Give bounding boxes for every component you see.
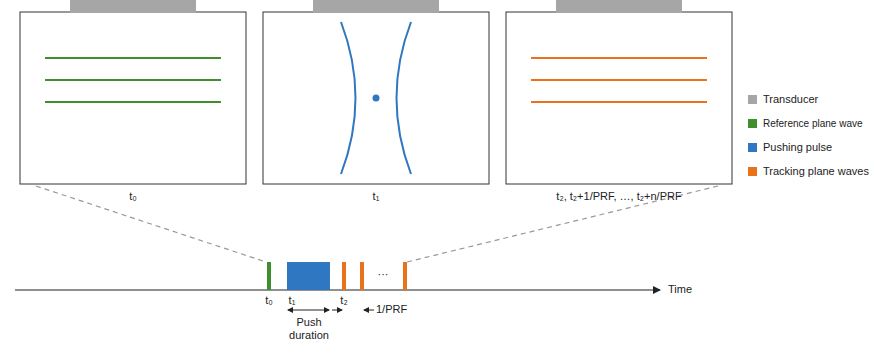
legend-text: Tracking plane waves bbox=[763, 165, 869, 178]
prf-arrows bbox=[332, 310, 374, 311]
time-label: t₁ bbox=[289, 294, 296, 307]
time-label: t₀ bbox=[129, 190, 137, 203]
tracking-waves bbox=[531, 58, 707, 102]
time-axis bbox=[15, 289, 660, 290]
legend-swatch bbox=[748, 167, 757, 176]
legend-swatch bbox=[748, 95, 757, 104]
push-duration-arrow bbox=[288, 310, 329, 311]
legend-text: Transducer bbox=[763, 93, 818, 106]
time-label: t₂, t₂+1/PRF, …, t₂+n/PRF bbox=[556, 190, 681, 203]
duration-label: Push duration bbox=[279, 316, 339, 342]
push-pulse bbox=[287, 262, 330, 290]
time-label: t₀ bbox=[265, 294, 273, 307]
axis-label: Time bbox=[668, 283, 692, 296]
transducers bbox=[70, 0, 682, 13]
legend-text: Pushing pulse bbox=[763, 141, 832, 154]
time-label: t₂ bbox=[340, 294, 347, 307]
legend-swatch bbox=[748, 143, 757, 152]
zoom-lines bbox=[36, 186, 718, 262]
legend-text: Reference plane wave bbox=[763, 117, 863, 130]
interval-label: 1/PRF bbox=[376, 303, 407, 316]
panels bbox=[20, 12, 732, 184]
legend-swatch bbox=[748, 119, 757, 128]
ellipsis: ··· bbox=[378, 268, 389, 281]
push-beam bbox=[341, 22, 411, 174]
tracking-pulses bbox=[342, 262, 407, 290]
reference-waves bbox=[45, 58, 221, 102]
reference-pulse bbox=[267, 262, 271, 290]
time-label: t₁ bbox=[373, 190, 380, 203]
